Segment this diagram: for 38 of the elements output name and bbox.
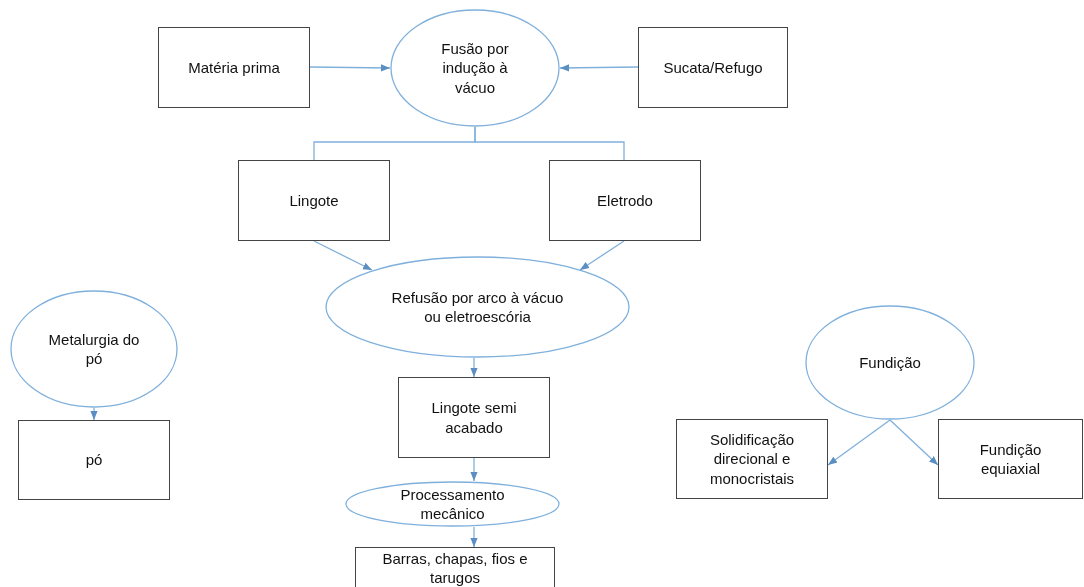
process-box [398,377,550,458]
node-label: Refusão por arco à vácuo ou eletroescória [390,287,565,327]
connector-arrow [827,419,891,466]
process-box [355,547,555,587]
node-label: pó [84,450,104,470]
connector-arrow [309,64,391,72]
node-label: Solidificação direcional e monocristais [708,429,796,489]
connector-arrow [470,357,478,378]
process-ellipse [10,290,178,408]
node-label: Fundição [858,352,922,373]
process-ellipse [345,481,560,527]
process-box [549,160,701,241]
process-box [238,160,390,241]
node-label: Matéria prima [187,57,281,78]
process-box [158,27,310,108]
connector-arrow [579,240,625,271]
process-box [638,27,788,108]
process-box [18,420,170,500]
process-box [938,419,1083,499]
node-label: Fusão por indução à vácuo [440,38,510,98]
node-label: Lingote [288,190,340,211]
process-box [676,419,828,499]
process-ellipse [325,256,630,358]
node-label: Metalurgia do pó [47,329,141,369]
process-ellipse [805,305,975,420]
connector-arrow [313,240,373,271]
node-label: Lingote semi acabado [430,398,518,437]
connector-arrow [470,457,478,482]
connector-arrow [470,526,478,548]
connector-arrow [889,419,939,466]
node-label: Sucata/Refugo [662,57,764,78]
connector-arrow [559,64,639,72]
node-label: Eletrodo [596,190,654,211]
node-label: Barras, chapas, fios e tarugos [381,548,529,587]
connector-arrow [90,407,98,421]
node-label: Fundição equiaxial [978,439,1043,479]
process-ellipse [390,9,560,127]
node-label: Processamento mecânico [399,484,506,524]
